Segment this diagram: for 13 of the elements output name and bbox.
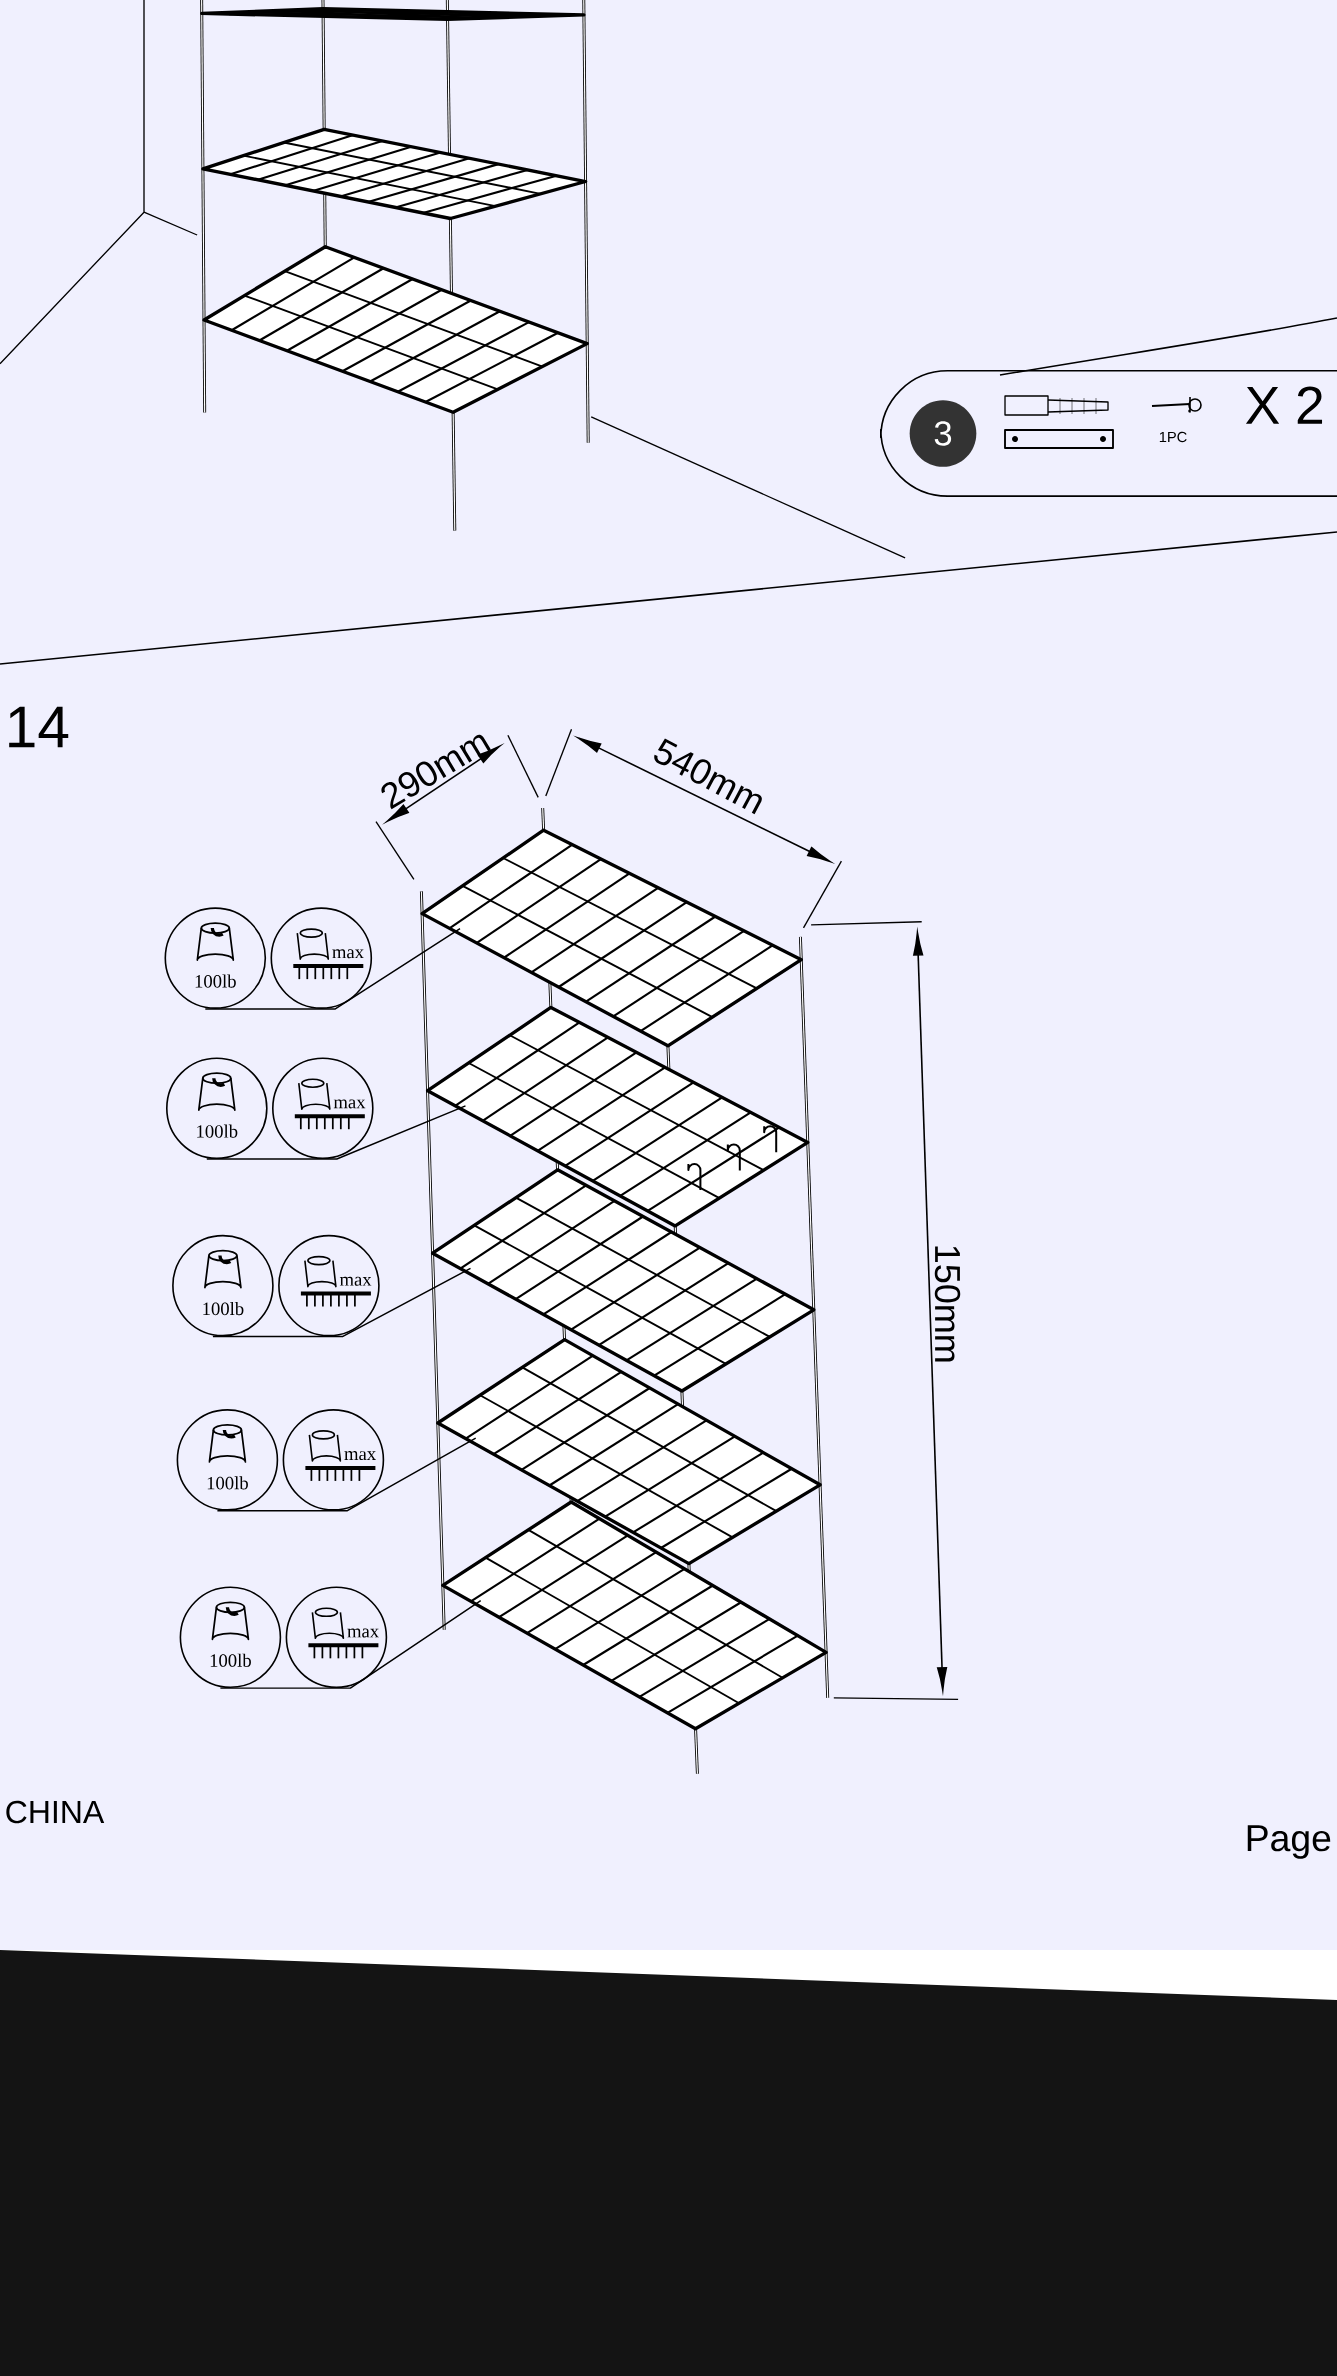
leader-line — [212, 1267, 472, 1338]
leader-line — [219, 1599, 482, 1689]
leader-line — [204, 927, 461, 1010]
quantity-note: 1PC — [1159, 431, 1187, 443]
step-number: 3 — [909, 400, 977, 467]
dimension-label: 150mm — [934, 1246, 961, 1362]
page-label: Page — [1247, 1825, 1331, 1859]
quantity-multiplier: X 2 — [1245, 386, 1323, 424]
step-number: 14 — [9, 706, 69, 748]
leader-line — [206, 1105, 467, 1160]
footer-text: CHINA — [6, 1800, 105, 1824]
hardware-panel — [880, 370, 1337, 497]
leader-line — [216, 1437, 477, 1512]
